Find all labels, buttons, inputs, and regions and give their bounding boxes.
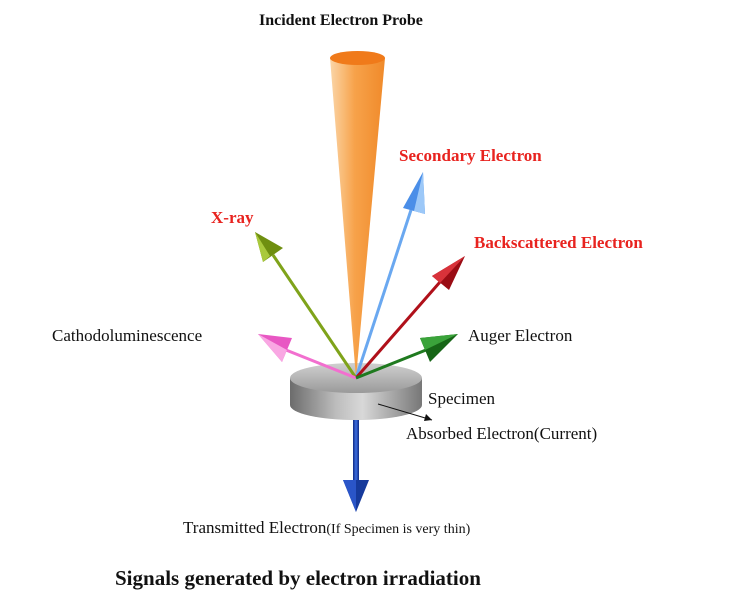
absorbed-pointer (377, 403, 433, 421)
cathodoluminescence-arrow (258, 334, 357, 380)
absorbed-electron-label: Absorbed Electron(Current) (406, 424, 598, 443)
transmitted-electron-note: (If Specimen is very thin) (326, 522, 471, 537)
cathodoluminescence-label: Cathodoluminescence (52, 326, 203, 345)
transmitted-electron-label: Transmitted Electron(If Specimen is very… (183, 518, 470, 538)
transmitted-electron-arrow (343, 420, 369, 512)
backscattered-electron-arrow (354, 256, 465, 379)
secondary-electron-arrow (354, 172, 425, 379)
xray-arrow (255, 232, 358, 379)
incident-probe-beam (330, 51, 385, 378)
diagram-caption: Signals generated by electron irradiatio… (115, 566, 481, 590)
diagram-title: Incident Electron Probe (259, 12, 423, 29)
auger-electron-arrow (355, 334, 458, 380)
auger-electron-label: Auger Electron (468, 326, 573, 345)
transmitted-electron-text: Transmitted Electron (183, 518, 327, 537)
specimen-label: Specimen (428, 389, 496, 408)
xray-label: X-ray (211, 208, 254, 227)
secondary-electron-label: Secondary Electron (399, 146, 542, 165)
backscattered-electron-label: Backscattered Electron (474, 233, 643, 252)
